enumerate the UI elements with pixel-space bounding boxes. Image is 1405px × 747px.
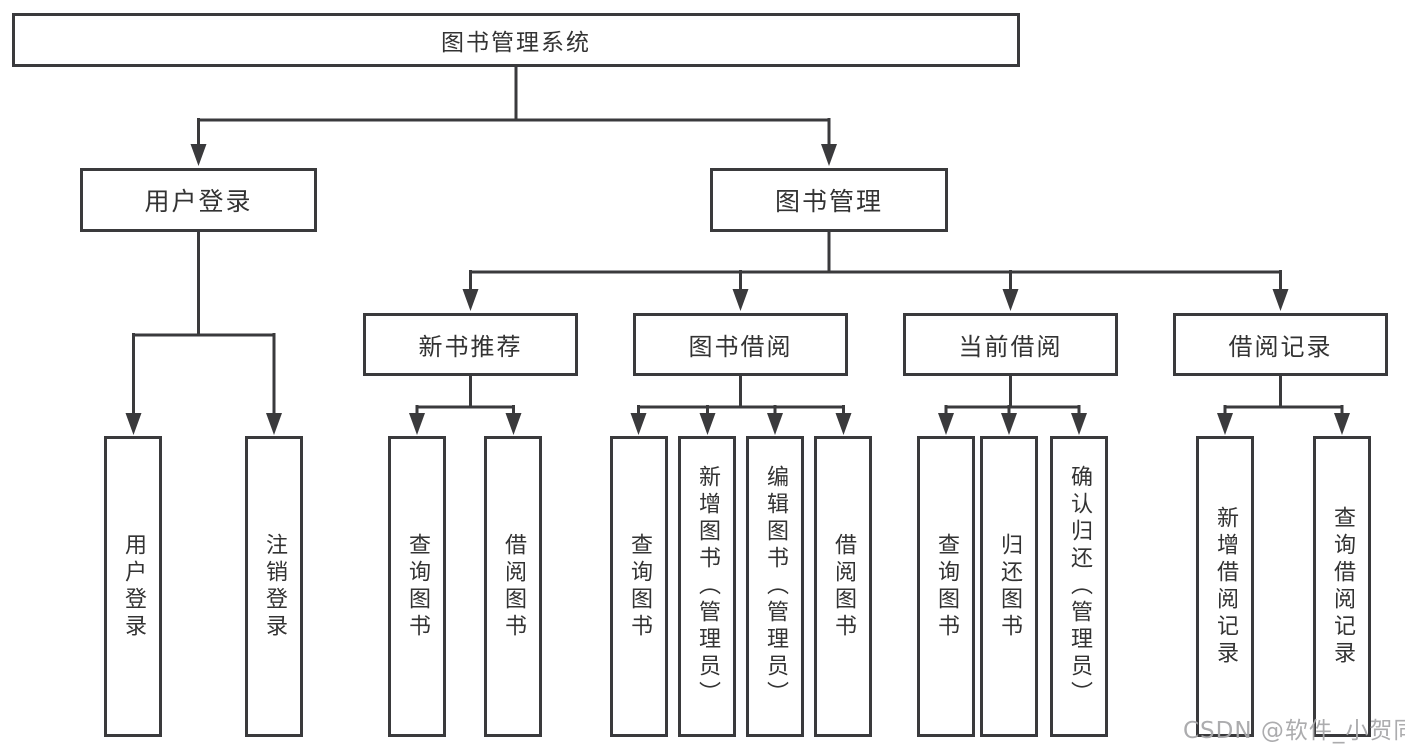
leaf-add-books-admin: 新增图书（管理员） (678, 436, 736, 737)
arrowhead (266, 413, 282, 435)
arrowhead (767, 413, 783, 435)
node-book-borrow: 图书借阅 (633, 313, 848, 376)
leaf-query-books-current: 查询图书 (917, 436, 975, 737)
connector-current-borrow (944, 374, 1081, 415)
csdn-watermark: CSDN @软件_小贺同学 (1183, 718, 1405, 744)
node-borrow-records: 借阅记录 (1173, 313, 1388, 376)
arrowhead (1001, 413, 1017, 435)
arrowhead (1334, 413, 1350, 435)
connector-book-management (469, 230, 1282, 292)
leaf-user-login: 用户登录 (104, 436, 162, 737)
node-current-borrow: 当前借阅 (903, 313, 1118, 376)
arrowhead (1272, 289, 1289, 311)
arrowhead (1002, 289, 1019, 311)
leaf-borrow-books: 借阅图书 (814, 436, 872, 737)
arrowhead (462, 289, 479, 311)
leaf-query-borrow-record: 查询借阅记录 (1313, 436, 1371, 737)
node-book-management: 图书管理 (710, 168, 948, 232)
arrowhead (699, 413, 716, 435)
leaf-add-borrow-record: 新增借阅记录 (1196, 436, 1254, 737)
arrowhead (732, 289, 749, 311)
arrowhead (409, 413, 425, 435)
node-user-login: 用户登录 (80, 168, 317, 232)
arrowhead (630, 413, 647, 435)
arrowhead (835, 413, 852, 435)
leaf-query-books-recommend: 查询图书 (388, 436, 446, 737)
node-library-system: 图书管理系统 (12, 13, 1020, 67)
leaf-query-books-borrow: 查询图书 (610, 436, 668, 737)
connector-root (197, 65, 831, 146)
leaf-confirm-return-admin: 确认归还（管理员） (1050, 436, 1108, 737)
leaf-edit-books-admin: 编辑图书（管理员） (746, 436, 804, 737)
connector-new-books (415, 374, 515, 415)
arrowhead (505, 413, 522, 435)
arrowhead (1217, 413, 1233, 435)
connector-borrow-records (1223, 374, 1344, 415)
node-new-book-recommend: 新书推荐 (363, 313, 578, 376)
connector-book-borrow (637, 374, 845, 415)
arrowhead (125, 413, 142, 435)
leaf-borrow-books-recommend: 借阅图书 (484, 436, 542, 737)
arrowhead (821, 144, 837, 166)
leaf-logout: 注销登录 (245, 436, 303, 737)
arrowhead (190, 144, 207, 166)
leaf-return-books: 归还图书 (980, 436, 1038, 737)
arrowhead (1071, 413, 1087, 435)
arrowhead (938, 413, 954, 435)
connector-user-login (132, 230, 276, 416)
